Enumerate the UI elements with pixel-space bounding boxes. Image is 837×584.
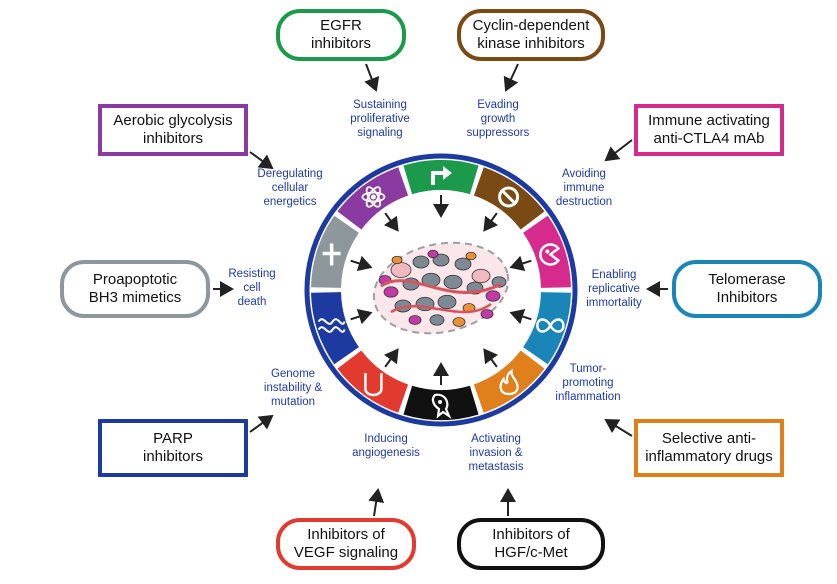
- drug-box-cdk: Cyclin-dependent kinase inhibitors: [457, 9, 605, 61]
- drug-box-parp: PARP inhibitors: [98, 419, 248, 477]
- flame-icon: [499, 368, 519, 396]
- ring-segment-angiogenesis: [337, 350, 409, 413]
- vessel-icon: [364, 373, 383, 397]
- hallmark-label-inflammation: Tumor- promoting inflammation: [555, 363, 621, 403]
- outer-arrow-vegf: [368, 488, 385, 517]
- tumor-illustration: [372, 241, 510, 335]
- drug-box-antiinflam: Selective anti- inflammatory drugs: [634, 419, 784, 477]
- hallmark-label-growth: Evading growth suppressors: [466, 99, 530, 139]
- outer-arrow-glycolysis: [249, 151, 274, 170]
- drug-box-hgf: Inhibitors of HGF/c-Met: [457, 518, 605, 570]
- outer-arrow-cdk: [503, 63, 519, 92]
- drug-box-telomerase: Telomerase Inhibitors: [672, 260, 822, 318]
- drug-label-hgf: Inhibitors of HGF/c-Met: [492, 526, 570, 561]
- ring-segment-proliferative: [403, 160, 479, 195]
- drug-label-vegf: Inhibitors of VEGF signaling: [293, 526, 399, 561]
- drug-label-glycolysis: Aerobic glycolysis inhibitors: [113, 112, 233, 147]
- atom-icon: [361, 186, 386, 208]
- hallmark-label-death: Resisting cell death: [228, 268, 276, 308]
- outer-arrow-immune: [604, 139, 633, 162]
- infinity-icon: [536, 318, 565, 333]
- migrating-cell-icon: [431, 393, 452, 419]
- prohibition-icon: [498, 186, 520, 208]
- hallmark-label-energetics: Deregulating cellular energetics: [257, 168, 323, 208]
- drug-label-bh3: Proapoptotic BH3 mimetics: [88, 271, 182, 306]
- inner-arrow-immune: [509, 255, 532, 272]
- drug-box-bh3: Proapoptotic BH3 mimetics: [60, 260, 210, 318]
- drug-label-telomerase: Telomerase Inhibitors: [708, 271, 786, 306]
- outer-arrow-egfr: [364, 63, 380, 92]
- arrow-up-right-icon: [431, 166, 452, 185]
- inner-arrow-energetics: [383, 212, 399, 232]
- cross-icon: [322, 243, 341, 266]
- inner-arrow-immortality: [509, 308, 532, 325]
- outer-arrow-parp: [249, 414, 274, 433]
- drug-box-immune: Immune activating anti-CTLA4 mAb: [634, 104, 784, 156]
- dna-icon: [317, 318, 346, 333]
- inner-arrow-angiogenesis: [383, 348, 399, 368]
- hallmark-label-proliferative: Sustaining proliferative signaling: [350, 99, 410, 139]
- hallmark-label-immune: Avoiding immune destruction: [555, 168, 613, 208]
- hallmark-label-immortality: Enabling replicative immortality: [586, 269, 642, 309]
- pacman-cell-icon: [539, 243, 561, 266]
- hallmark-label-invasion: Activating invasion & metastasis: [468, 433, 524, 473]
- drug-label-egfr: EGFR inhibitors: [310, 17, 372, 52]
- drug-box-vegf: Inhibitors of VEGF signaling: [276, 518, 416, 570]
- drug-label-parp: PARP inhibitors: [142, 430, 204, 465]
- inner-arrow-inflammation: [483, 348, 499, 368]
- hallmark-label-angiogenesis: Inducing angiogenesis: [352, 433, 420, 459]
- ring-segment-immortality: [523, 292, 571, 365]
- outer-arrow-antiinflam: [604, 418, 633, 437]
- drug-label-cdk: Cyclin-dependent kinase inhibitors: [472, 17, 590, 52]
- ring-segment-inflammation: [473, 350, 545, 413]
- inner-arrow-genome: [350, 308, 373, 325]
- drug-label-antiinflam: Selective anti- inflammatory drugs: [645, 430, 773, 465]
- drug-box-glycolysis: Aerobic glycolysis inhibitors: [98, 104, 248, 156]
- hallmark-label-genome: Genome instability & mutation: [263, 368, 323, 408]
- drug-label-immune: Immune activating anti-CTLA4 mAb: [648, 112, 770, 147]
- inner-arrow-growth: [483, 212, 499, 232]
- inner-arrow-death: [350, 255, 373, 272]
- drug-box-egfr: EGFR inhibitors: [276, 9, 406, 61]
